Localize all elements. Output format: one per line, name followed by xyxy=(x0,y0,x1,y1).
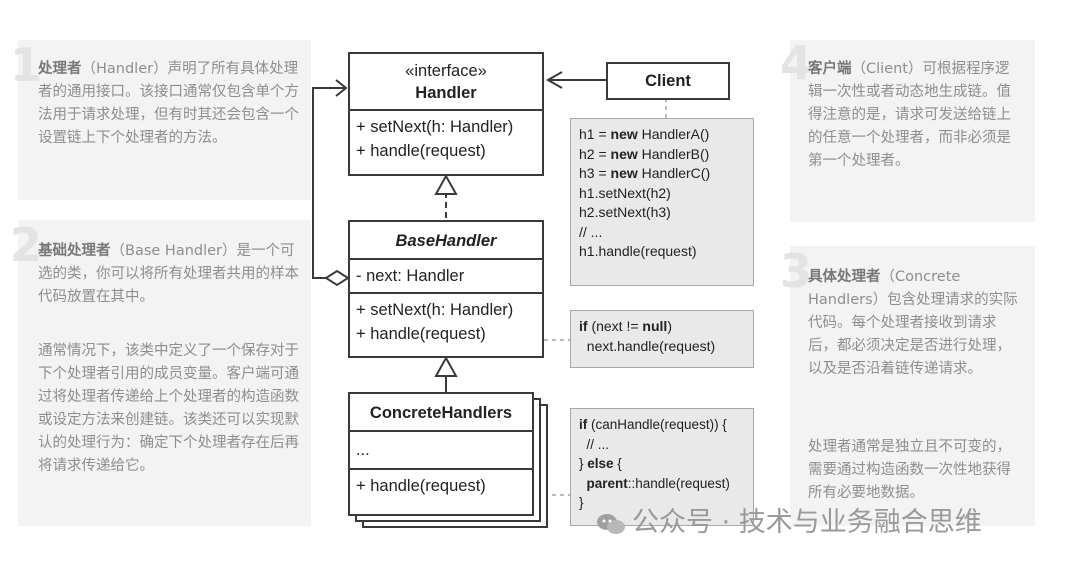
panel-number: 3 xyxy=(780,244,813,298)
concrete-handlers-box: ConcreteHandlers ... + handle(request) xyxy=(348,392,534,516)
class-name: BaseHandler xyxy=(395,232,497,250)
method: + handle(request) xyxy=(350,468,532,502)
panel-client-text: 客户端（Client）可根据程序逻辑一次性或者动态地生成链。值得注意的是，请求可… xyxy=(808,61,1011,169)
wechat-icon xyxy=(596,512,626,536)
class-name: Handler xyxy=(415,84,477,102)
panel-number: 4 xyxy=(780,36,813,90)
panel-concrete xyxy=(790,246,1035,526)
base-handle-note: if (next != null) next.handle(request) xyxy=(570,310,754,368)
client-box: Client xyxy=(606,62,730,100)
panel-concrete-text-2: 处理者通常是独立且不可变的，需要通过构造函数一次性地获得所有必要地数据。 xyxy=(808,439,1011,501)
panel-base-handler xyxy=(18,220,311,526)
handler-methods: + setNext(h: Handler) + handle(request) xyxy=(350,109,542,167)
class-name: ConcreteHandlers xyxy=(369,404,513,422)
method: + handle(request) xyxy=(356,325,486,343)
class-name: Client xyxy=(645,72,691,90)
method: + setNext(h: Handler) xyxy=(356,301,514,319)
concrete-handle-note: if (canHandle(request)) { // ... } else … xyxy=(570,408,754,526)
panel-handler-text: 处理者（Handler）声明了所有具体处理者的通用接口。该接口通常仅包含单个方法… xyxy=(38,61,299,146)
method: + setNext(h: Handler) xyxy=(356,118,514,136)
panel-client xyxy=(790,40,1035,222)
field: ... xyxy=(350,430,532,468)
panel-number: 1 xyxy=(10,38,43,92)
stereotype-label: «interface» xyxy=(405,62,487,80)
base-handler-box: BaseHandler - next: Handler + setNext(h:… xyxy=(348,220,544,358)
panel-base-text-2: 通常情况下，该类中定义了一个保存对于下个处理者引用的成员变量。客户端可通过将处理… xyxy=(38,343,299,474)
client-code-note: h1 = new HandlerA() h2 = new HandlerB() … xyxy=(570,118,754,286)
field: - next: Handler xyxy=(350,258,542,292)
watermark: 公众号 · 技术与业务融合思维 xyxy=(596,500,982,539)
panel-handler xyxy=(18,40,311,200)
panel-number: 2 xyxy=(10,218,43,272)
method: + handle(request) xyxy=(356,142,486,160)
handler-header: «interface» Handler xyxy=(350,54,542,109)
handler-interface-box: «interface» Handler + setNext(h: Handler… xyxy=(348,52,544,176)
panel-concrete-text: 具体处理者（Concrete Handlers）包含处理请求的实际代码。每个处理… xyxy=(808,269,1018,377)
panel-base-text: 基础处理者（Base Handler）是一个可选的类，你可以将所有处理者共用的样… xyxy=(38,243,299,305)
base-handler-methods: + setNext(h: Handler) + handle(request) xyxy=(350,292,542,350)
